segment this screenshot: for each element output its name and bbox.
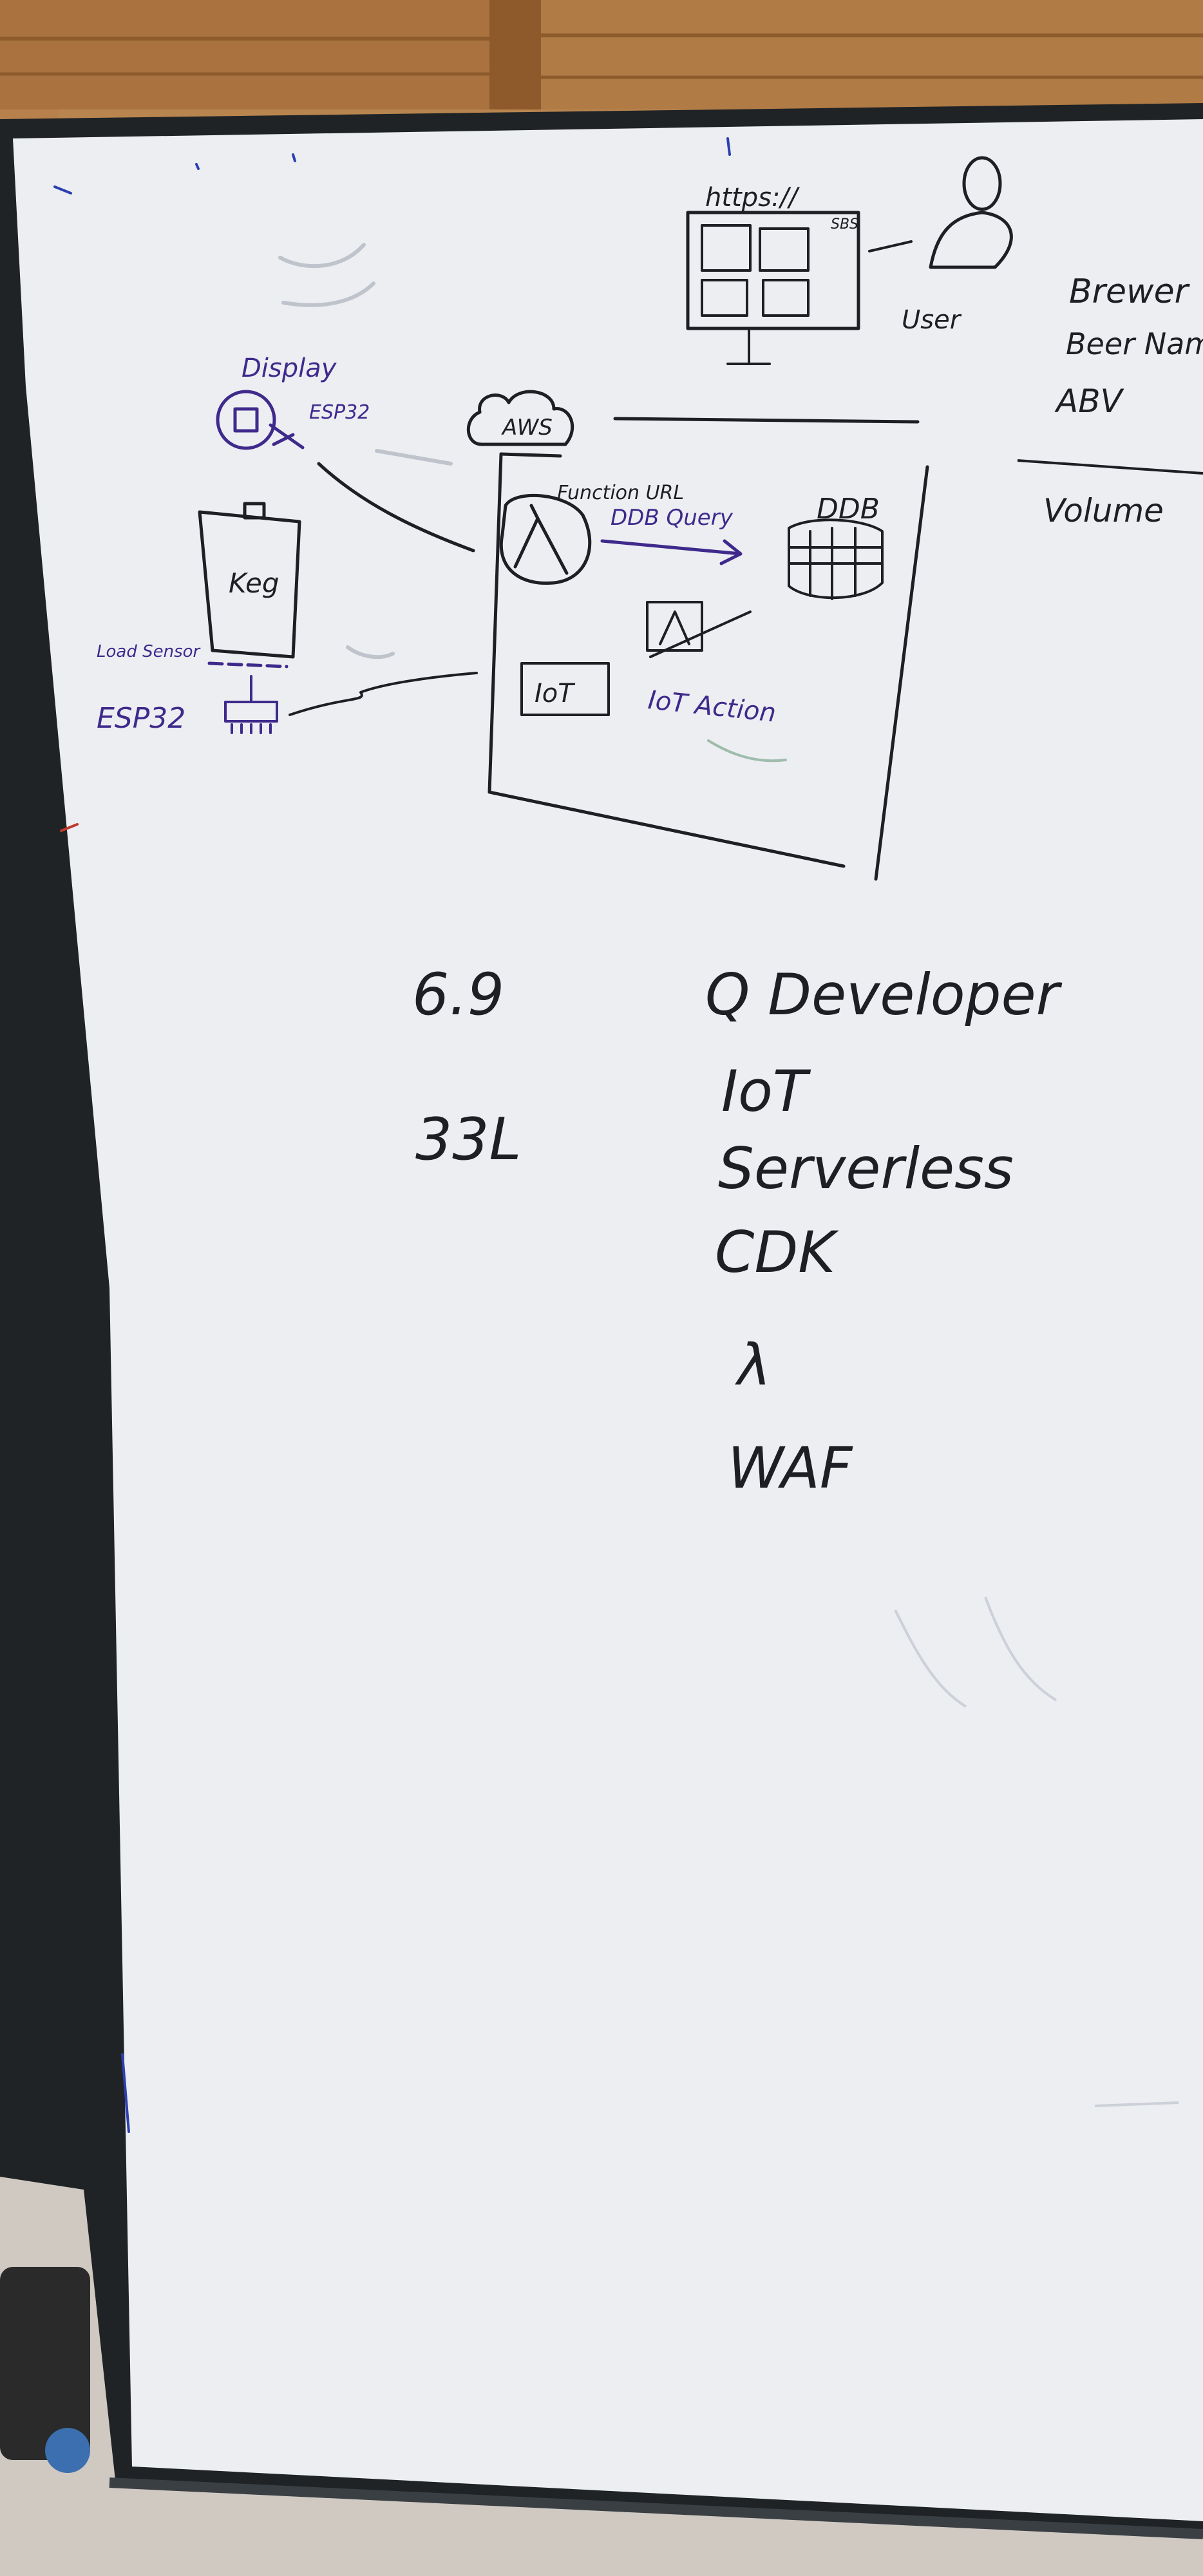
topic-lambda: λ xyxy=(735,1332,771,1398)
esp32-top-label: ESP32 xyxy=(309,401,370,424)
erased-smudges xyxy=(894,1596,1179,2107)
ddb-label: DDB xyxy=(817,493,880,526)
topic-q-developer: Q Developer xyxy=(705,961,1063,1028)
keg-label: Keg xyxy=(229,567,279,599)
topic-cdk: CDK xyxy=(715,1219,839,1285)
display-connector xyxy=(317,462,475,553)
load-sensor-label: Load Sensor xyxy=(97,642,202,661)
stray-red-mark xyxy=(60,823,79,832)
number-first: 6.9 xyxy=(412,961,504,1028)
browser-window xyxy=(686,211,860,365)
page-label: SBS xyxy=(831,216,858,232)
topic-iot: IoT xyxy=(721,1058,811,1124)
schema-notes: Brewer Beer Name ABV Volume xyxy=(1017,272,1203,529)
aws-cloud-icon xyxy=(466,390,574,446)
function-url-label: Function URL xyxy=(557,482,684,504)
topic-serverless: Serverless xyxy=(718,1135,1014,1202)
display-device-icon xyxy=(216,390,305,450)
whiteboard-surface xyxy=(13,119,1203,2521)
sensor-connector xyxy=(289,672,478,716)
board-base-rail xyxy=(109,2477,1203,2539)
lambda-ddb-connector xyxy=(649,611,752,658)
schema-divider xyxy=(1017,459,1203,475)
url-label: https:// xyxy=(705,183,800,213)
keg-base-dashes xyxy=(207,661,289,668)
architecture-diagram: https:// SBS User AWS Function URL DDB Q… xyxy=(53,137,1013,2133)
aws-label: AWS xyxy=(501,415,553,440)
lambda-function-icon xyxy=(499,493,592,585)
ddb-query-arrow xyxy=(600,539,743,565)
schema-field-beer-name: Beer Name xyxy=(1066,327,1203,361)
aws-boundary-top-left xyxy=(499,452,562,458)
aws-boundary xyxy=(488,417,929,881)
number-second: 33L xyxy=(415,1106,522,1173)
user-label: User xyxy=(902,305,962,335)
display-label: Display xyxy=(242,354,337,383)
esp32-bottom-label: ESP32 xyxy=(97,702,185,735)
topic-waf: WAF xyxy=(728,1435,853,1501)
schema-field-volume: Volume xyxy=(1043,492,1164,529)
user-icon xyxy=(929,156,1013,269)
ghost-green-marks xyxy=(707,739,787,762)
schema-field-abv: ABV xyxy=(1054,383,1125,420)
ddb-query-label: DDB Query xyxy=(611,505,734,531)
ghost-marks xyxy=(278,243,453,659)
schema-field-brewer: Brewer xyxy=(1069,272,1191,311)
load-sensor-icon xyxy=(224,675,278,734)
stray-blue-marks xyxy=(53,137,731,2133)
topics-list: Q Developer IoT Serverless CDK λ WAF xyxy=(705,961,1063,1501)
numbers-block: 6.9 33L xyxy=(412,961,522,1173)
iot-label: IoT xyxy=(535,679,576,708)
iot-lambda-icon xyxy=(646,601,703,652)
dynamodb-table-icon xyxy=(788,518,884,600)
browser-user-connector xyxy=(868,240,913,252)
iot-core-icon xyxy=(520,662,610,716)
keg-icon xyxy=(198,502,301,659)
